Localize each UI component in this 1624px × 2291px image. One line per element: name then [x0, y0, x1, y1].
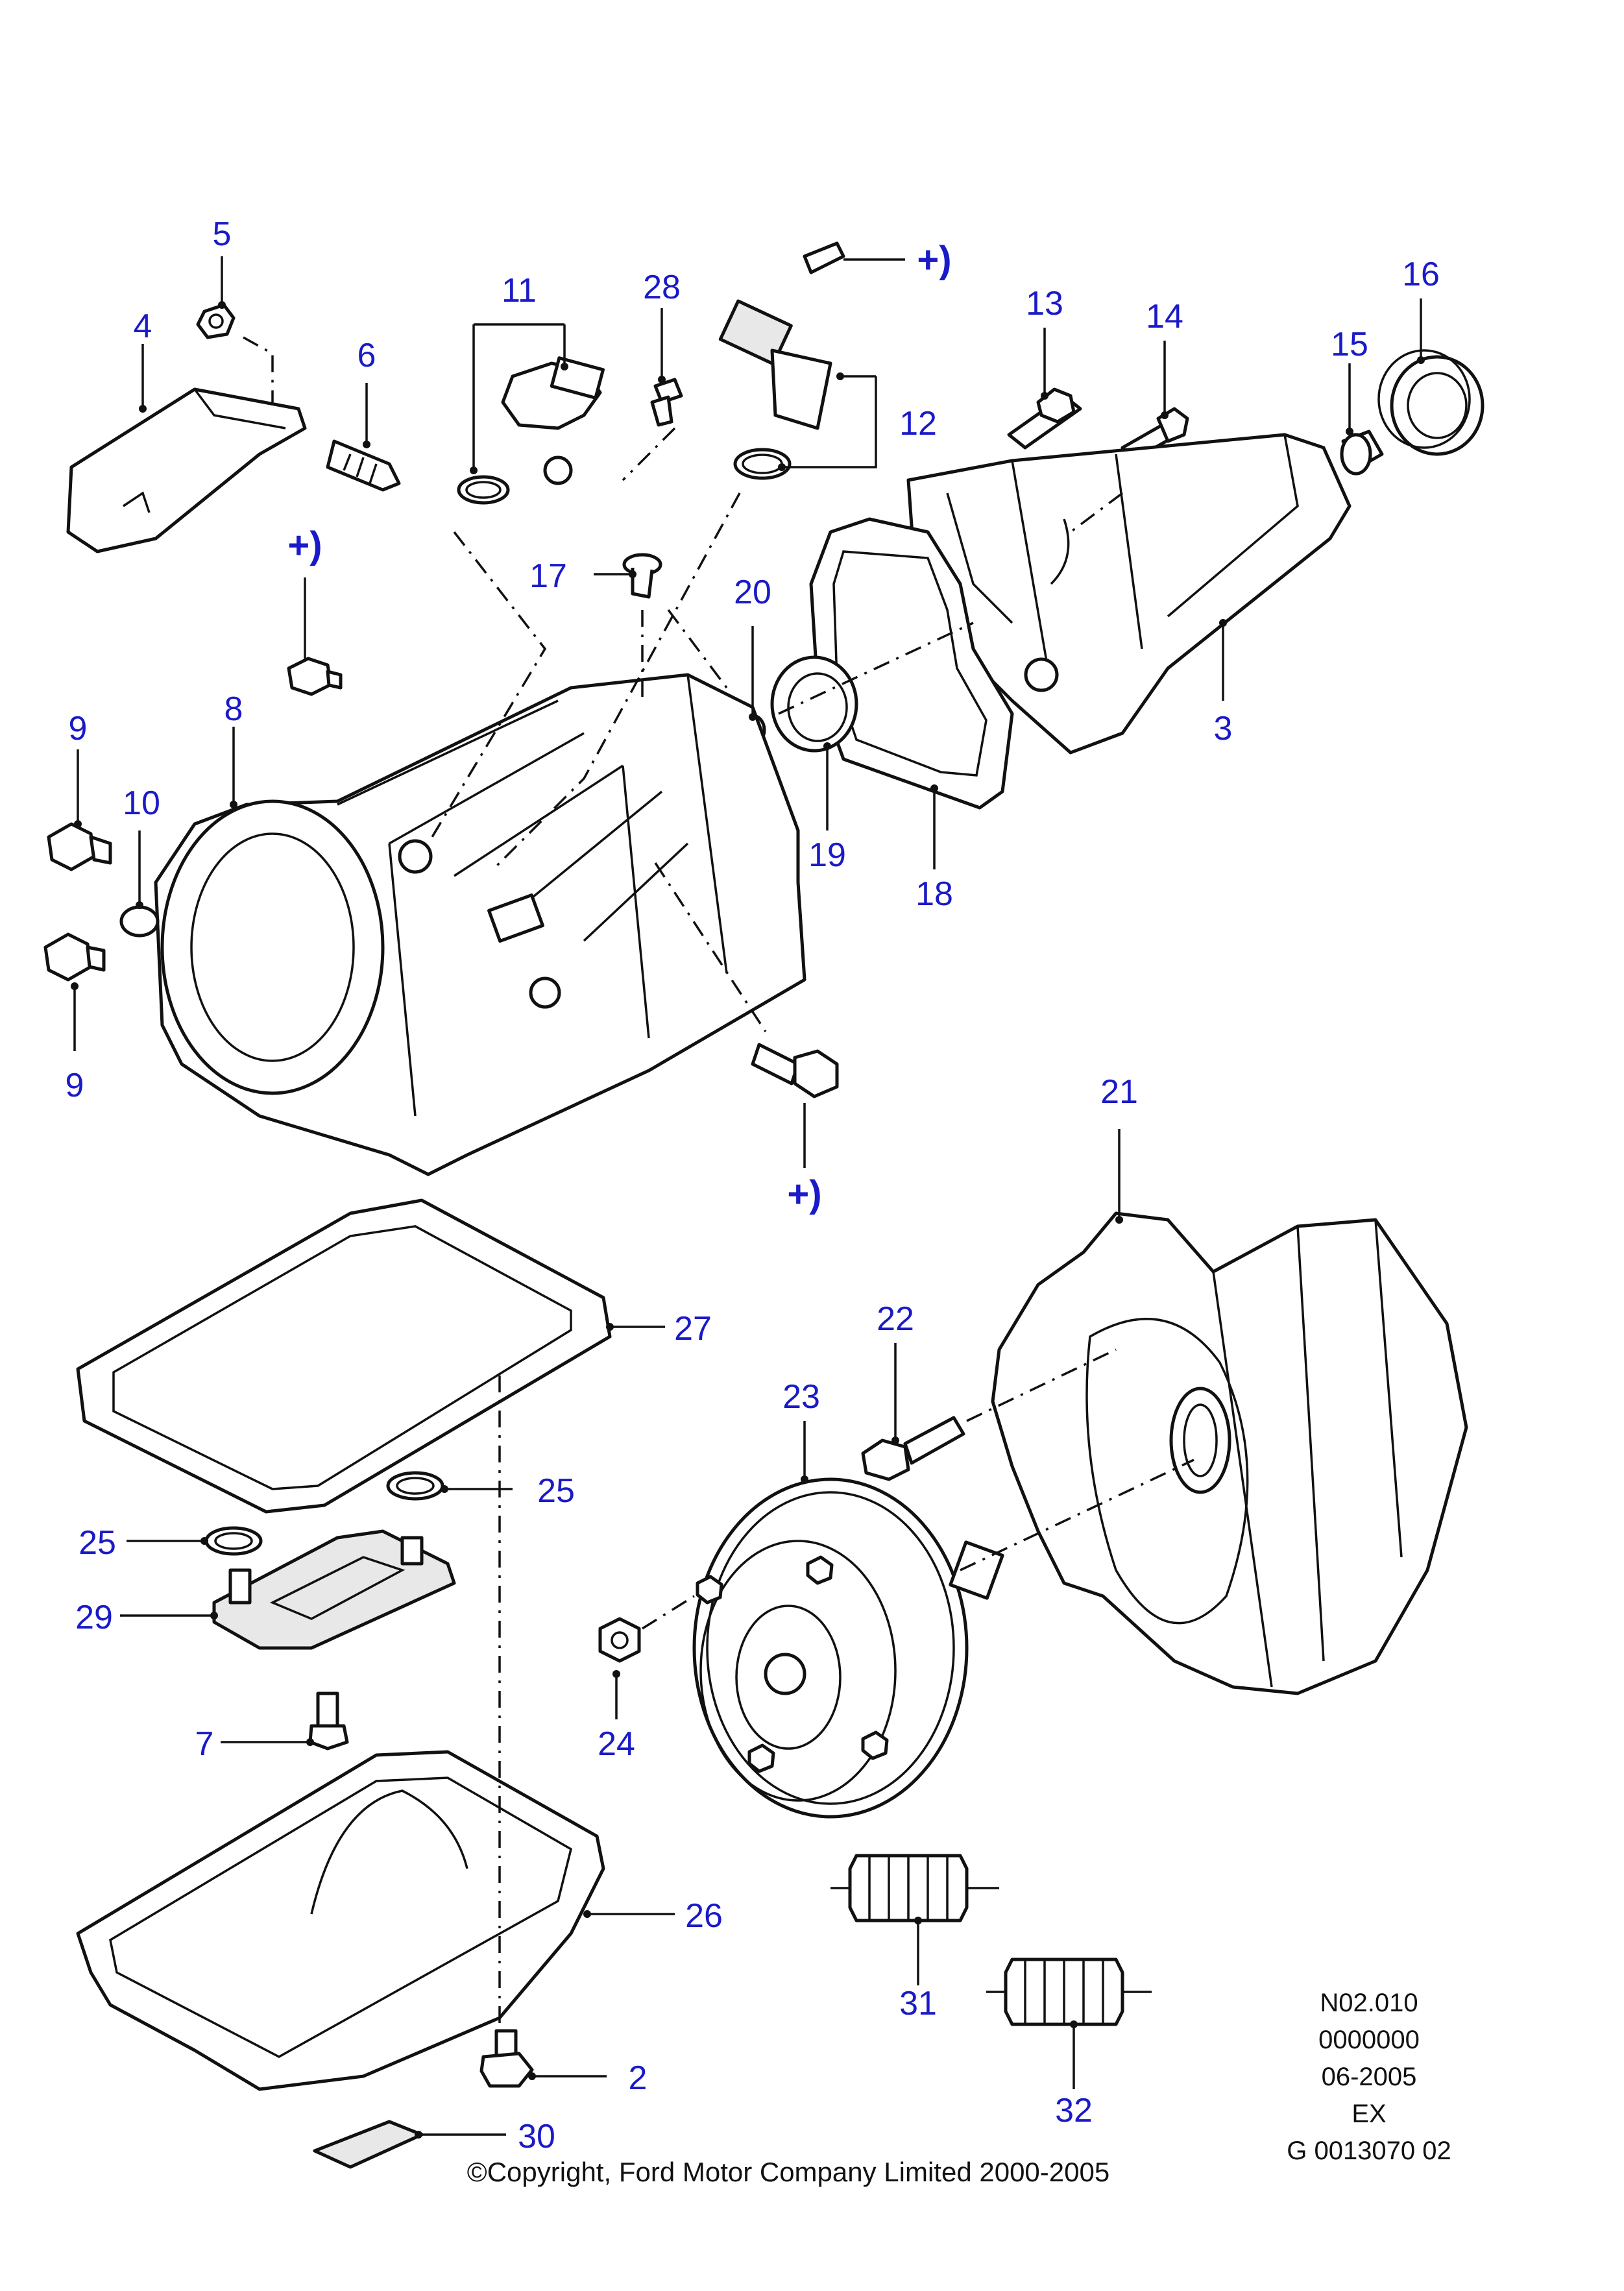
part-27-pan-gasket — [76, 1198, 612, 1514]
callout-3: 3 — [1214, 710, 1233, 747]
part-16-seal — [1377, 349, 1485, 456]
ref-line-2: 0000000 — [1318, 2026, 1420, 2054]
part-25-oring-right — [386, 1471, 444, 1501]
callout-4: 4 — [134, 308, 152, 345]
part-24-nut — [598, 1617, 641, 1663]
bolt-bottom-plus — [751, 1043, 839, 1098]
callout-12: 12 — [899, 405, 937, 442]
callout-labels: 5 4 6 11 28 12 13 14 15 16 17 20 3 19 18… — [66, 215, 1440, 2155]
ref-line-4: EX — [1351, 2100, 1386, 2128]
copyright-notice: ©Copyright, Ford Motor Company Limited 2… — [467, 2157, 1109, 2187]
callout-27: 27 — [674, 1310, 712, 1348]
callout-28: 28 — [643, 269, 681, 306]
part-7-bolt — [308, 1691, 349, 1751]
callout-10: 10 — [123, 784, 160, 822]
part-19-seal — [770, 655, 858, 753]
callout-7: 7 — [195, 1725, 214, 1763]
ref-line-1: N02.010 — [1320, 1989, 1418, 2017]
callout-6: 6 — [358, 337, 376, 374]
part-6-stud — [326, 439, 401, 492]
part-9-plug-lower — [43, 932, 106, 982]
part-8-transmission-case — [154, 673, 806, 1176]
part-30-label — [313, 2120, 424, 2169]
part-4-heat-shield — [66, 387, 307, 553]
callout-25-right: 25 — [537, 1472, 575, 1510]
callout-30: 30 — [518, 2118, 555, 2155]
ref-line-3: 06-2005 — [1322, 2063, 1417, 2091]
callout-22: 22 — [877, 1300, 914, 1338]
part-26-oil-pan — [76, 1750, 605, 2091]
callout-13: 13 — [1026, 285, 1063, 322]
callout-18: 18 — [915, 875, 953, 913]
callout-24: 24 — [598, 1725, 635, 1763]
callout-11: 11 — [502, 272, 537, 309]
callout-2: 2 — [629, 2059, 648, 2097]
part-15-bushing — [1340, 430, 1384, 476]
part-23-torque-converter — [692, 1477, 1004, 1819]
part-17-plug — [622, 553, 662, 599]
callout-16: 16 — [1402, 256, 1440, 293]
part-5-nut — [196, 303, 236, 339]
callout-15: 15 — [1331, 326, 1368, 363]
plus-mark-left: +) — [287, 524, 322, 566]
ref-line-5: G 0013070 02 — [1287, 2137, 1451, 2165]
callout-19: 19 — [808, 836, 846, 874]
part-22-bolt — [861, 1416, 965, 1481]
reference-block: N02.010 0000000 06-2005 EX G 0013070 02 — [1287, 1989, 1451, 2165]
callout-9-lower: 9 — [66, 1067, 84, 1104]
callout-17: 17 — [529, 557, 567, 595]
part-25-oring-left — [204, 1526, 263, 1556]
part-31-cooler-filter — [830, 1854, 999, 1922]
callout-32: 32 — [1055, 2092, 1093, 2129]
plus-mark-bottom: +) — [787, 1173, 821, 1215]
callout-9-upper: 9 — [69, 710, 88, 747]
part-28-bolt — [650, 378, 683, 427]
callout-25-left: 25 — [79, 1524, 116, 1562]
part-21-converter-housing — [991, 1211, 1468, 1695]
callout-20: 20 — [734, 574, 771, 611]
part-12-speed-sensor — [718, 241, 845, 480]
callout-26: 26 — [685, 1897, 723, 1935]
assembly-lines — [243, 336, 1194, 2031]
part-9-plug-upper — [47, 822, 112, 871]
bolt-left-plus — [287, 657, 343, 696]
part-11-sensor — [457, 356, 605, 505]
callout-8: 8 — [224, 690, 243, 728]
part-29-filter — [212, 1529, 456, 1650]
callout-5: 5 — [213, 215, 232, 253]
part-32-cooler-filter — [986, 1958, 1152, 2026]
callout-14: 14 — [1146, 298, 1183, 335]
plus-mark-top: +) — [917, 239, 951, 281]
callout-29: 29 — [75, 1599, 113, 1636]
callout-21: 21 — [1100, 1073, 1138, 1111]
callout-23: 23 — [782, 1378, 820, 1416]
part-2-drain-plug — [479, 2029, 534, 2088]
leader-lines — [71, 256, 1425, 2139]
part-10-fitting — [119, 905, 160, 938]
callout-31: 31 — [899, 1985, 937, 2022]
